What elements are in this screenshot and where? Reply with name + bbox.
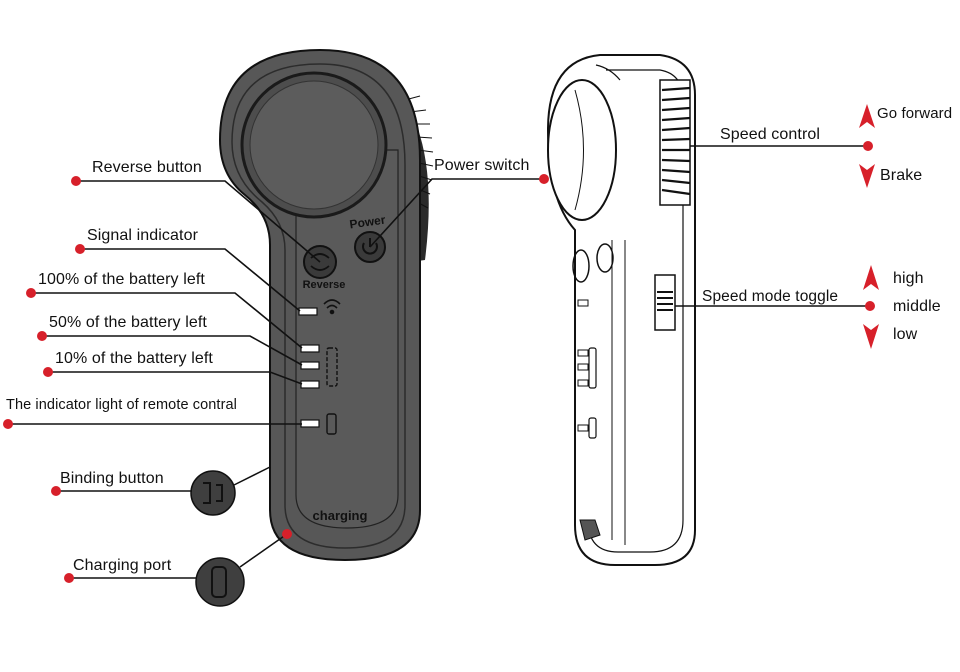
go-forward-label: Go forward: [877, 105, 953, 122]
go-forward-arrow-icon: [859, 104, 875, 128]
battery-50-label: 50% of the battery left: [49, 314, 207, 331]
charging-text: charging: [313, 508, 368, 523]
charging-port-inset: [195, 533, 288, 607]
power-icon: [362, 242, 378, 255]
speed-control-label: Speed control: [720, 126, 821, 143]
device-inner-outline: [231, 63, 406, 549]
battery-light-10: [300, 380, 320, 389]
reverse-text: Reverse: [303, 279, 346, 291]
brake-label: Brake: [880, 167, 923, 184]
battery-100-label: 100% of the battery left: [38, 271, 205, 288]
speed-mode-toggle-label: Speed mode toggle: [702, 288, 839, 305]
brake-arrow-icon: [859, 164, 875, 188]
battery-icon-small: [326, 413, 337, 435]
power-switch-label: Power switch: [434, 157, 530, 174]
callout-dots: [3, 141, 875, 583]
power-text: Power: [349, 213, 387, 232]
direction-arrows: [859, 104, 879, 349]
signal-indicator-label: Signal indicator: [87, 227, 198, 244]
front-view-device: Power Reverse charging: [218, 48, 434, 562]
callout-lines: [8, 145, 870, 579]
battery-light-100: [300, 344, 320, 353]
high-arrow-icon: [863, 265, 879, 290]
battery-icon-large: [326, 347, 338, 387]
binding-button-label: Binding button: [60, 470, 164, 487]
low-arrow-icon: [863, 324, 879, 349]
signal-icon: [323, 299, 341, 315]
reverse-button-label: Reverse button: [92, 159, 202, 176]
signal-light: [298, 307, 318, 316]
side-view-device: [546, 54, 696, 566]
battery-10-label: 10% of the battery left: [55, 350, 213, 367]
reverse-icon: [310, 253, 330, 271]
charging-port-label: Charging port: [73, 557, 172, 574]
middle-label: middle: [893, 298, 941, 315]
low-label: low: [893, 326, 918, 343]
battery-light-50: [300, 361, 320, 370]
remote-indicator-light: [300, 419, 320, 428]
remote-indicator-label: The indicator light of remote contral: [6, 397, 237, 413]
high-label: high: [893, 270, 924, 287]
binding-button-inset: [190, 466, 271, 516]
